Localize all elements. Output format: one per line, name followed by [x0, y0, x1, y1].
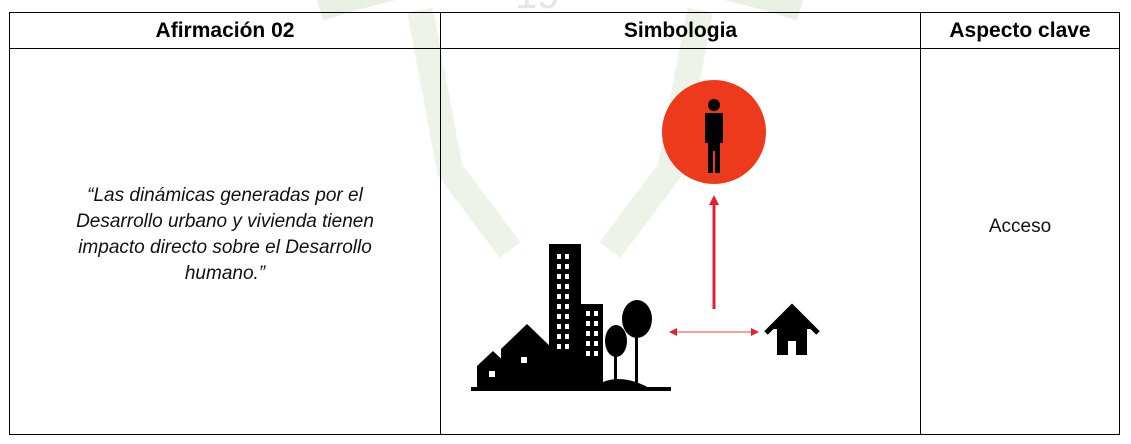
double-arrow-icon [669, 328, 759, 336]
person-icon [662, 80, 766, 184]
aspect-cell: Acceso [920, 48, 1120, 435]
header-statement: Afirmación 02 [9, 12, 441, 49]
header-symbol: Simbologia [440, 12, 921, 49]
header-aspect: Aspecto clave [920, 12, 1120, 49]
city-buildings-icon [471, 244, 671, 391]
symbol-cell [440, 48, 921, 435]
aspect-text: Acceso [988, 215, 1052, 237]
header-row: Afirmación 02 Simbologia Aspecto clave [9, 12, 1120, 49]
statement-table: Afirmación 02 Simbologia Aspecto clave “… [9, 12, 1120, 435]
statement-text: “Las dinámicas generadas por el Desarrol… [76, 184, 374, 284]
up-arrow-icon [709, 195, 719, 309]
table-row: “Las dinámicas generadas por el Desarrol… [9, 48, 1120, 435]
statement-cell: “Las dinámicas generadas por el Desarrol… [9, 48, 441, 435]
symbol-illustration [441, 49, 920, 434]
house-icon [764, 303, 820, 355]
